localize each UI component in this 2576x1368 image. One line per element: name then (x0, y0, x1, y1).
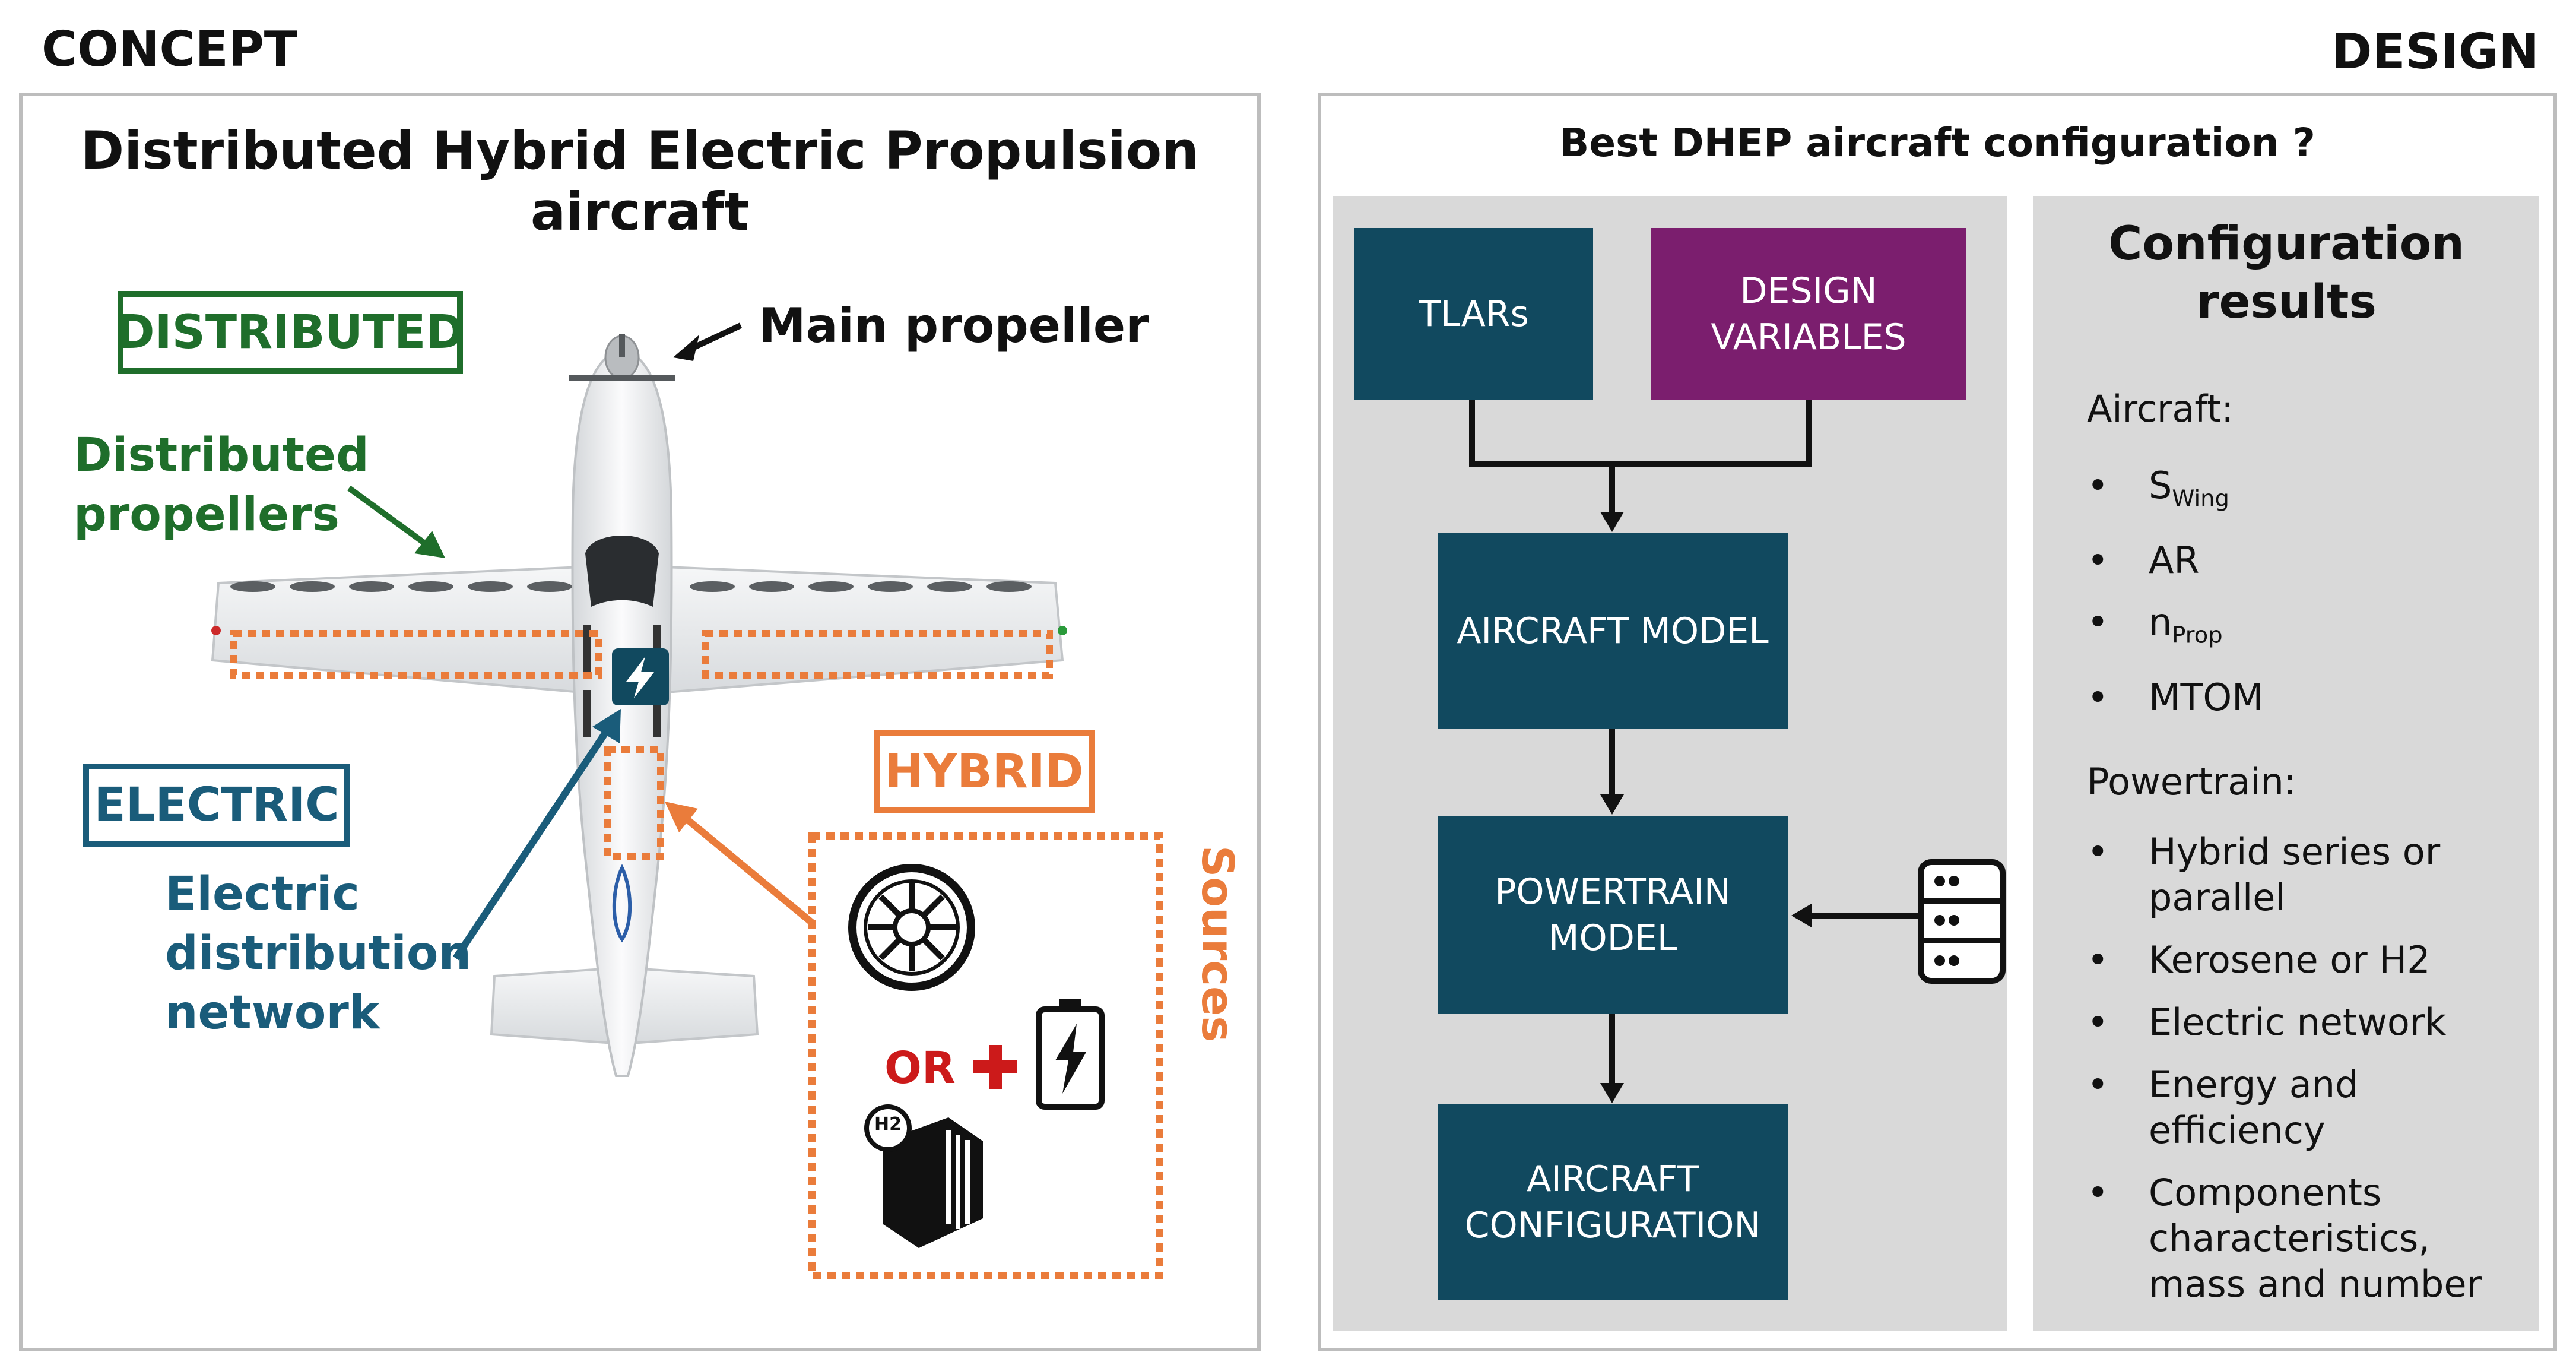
aircraft-configuration-box: AIRCRAFT CONFIGURATION (1438, 1104, 1788, 1300)
main-propeller-label: Main propeller (759, 298, 1149, 353)
aircraft-model-box: AIRCRAFT MODEL (1438, 533, 1788, 729)
bolt-icon (626, 657, 654, 698)
design-panel: Best DHEP aircraft configuration ? (1318, 93, 2557, 1351)
right-wing-battery-zone (702, 630, 1053, 679)
side-window (583, 690, 591, 737)
powertrain-list: Hybrid series or parallel Kerosene or H2… (2087, 829, 2482, 1307)
left-wing-battery-zone (230, 630, 602, 679)
tlars-box: TLARs (1354, 228, 1593, 400)
fuselage (571, 350, 673, 1077)
distributed-propeller-arrow (347, 485, 434, 552)
electric-tag: ELECTRIC (83, 764, 350, 847)
tail-fin (612, 864, 632, 943)
list-item: MTOM (2087, 667, 2264, 729)
list-item: Components characteristics, mass and num… (2087, 1170, 2482, 1307)
main-propeller-blade (619, 334, 625, 357)
list-item: Energy and efficiency (2087, 1062, 2482, 1153)
distributed-propellers-label: Distributed propellers (74, 429, 369, 542)
distributed-tag: DISTRIBUTED (116, 291, 464, 374)
main-propeller-blade (569, 375, 675, 381)
design-header: DESIGN (2331, 24, 2539, 80)
distributed-propellers-left (230, 581, 572, 592)
sources-label: Sources (1192, 846, 1243, 1043)
turbine-icon (848, 864, 975, 991)
aircraft-heading: Aircraft: (2087, 387, 2234, 430)
flow-connectors (1469, 398, 2006, 1103)
cockpit-window (585, 536, 659, 607)
list-item: Kerosene or H2 (2087, 937, 2482, 983)
design-variables-box: DESIGN VARIABLES (1651, 228, 1966, 400)
hybrid-tag: HYBRID (874, 730, 1095, 813)
h2-label: H2 (874, 1114, 902, 1135)
list-item: AR (2087, 530, 2264, 591)
powertrain-heading: Powertrain: (2087, 760, 2296, 803)
results-title: Configuration results (2108, 217, 2464, 329)
battery-icon (1036, 999, 1105, 1110)
concept-header: CONCEPT (42, 21, 297, 78)
list-item: nProp (2087, 591, 2264, 666)
side-window (583, 625, 591, 672)
electric-network-arrow (452, 723, 614, 961)
list-item: Electric network (2087, 999, 2482, 1045)
list-item: Hybrid series or parallel (2087, 829, 2482, 920)
powertrain-model-box: POWERTRAIN MODEL (1438, 816, 1788, 1014)
design-title: Best DHEP aircraft configuration ? (1559, 120, 2315, 166)
concept-panel: Distributed Hybrid Electric Propulsion a… (19, 93, 1261, 1351)
sources-box (808, 832, 1163, 1279)
aircraft-illustration (211, 322, 1163, 1279)
plus-icon (973, 1045, 1017, 1089)
list-item: SWing (2087, 455, 2264, 530)
electric-network-label: Electric distribution network (165, 867, 471, 1040)
or-label: OR (884, 1043, 956, 1094)
concept-title: Distributed Hybrid Electric Propulsion a… (81, 120, 1199, 242)
fuselage-source-zone (604, 746, 664, 860)
fuel-cell-icon (864, 1104, 983, 1248)
aircraft-list: SWing AR nProp MTOM (2087, 455, 2264, 729)
distributed-propellers-right (690, 581, 1032, 592)
hybrid-arrow (679, 812, 814, 926)
database-icon (1918, 859, 2006, 984)
